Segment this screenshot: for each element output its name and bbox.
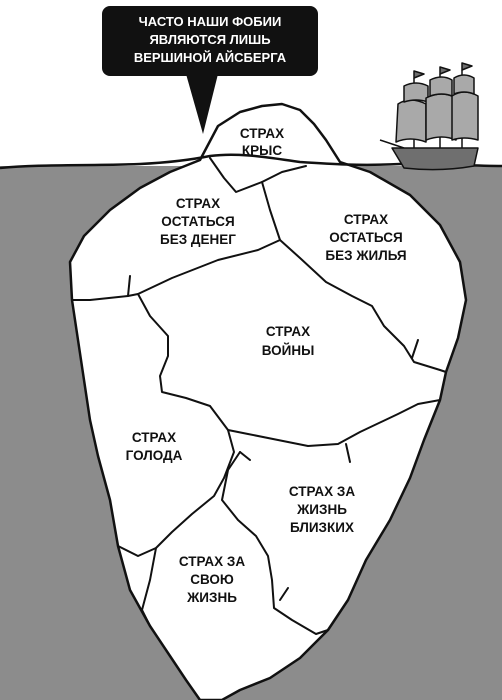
speech-bubble-tail bbox=[186, 74, 218, 134]
svg-text:БЛИЗКИХ: БЛИЗКИХ bbox=[290, 520, 354, 535]
svg-text:СТРАХ: СТРАХ bbox=[132, 430, 176, 445]
flag-icon bbox=[461, 62, 473, 71]
sail bbox=[453, 74, 475, 95]
speech-bubble-box bbox=[102, 6, 318, 76]
svg-text:СТРАХ: СТРАХ bbox=[240, 126, 284, 141]
speech-bubble: ЧАСТО НАШИ ФОБИИ ЯВЛЯЮТСЯ ЛИШЬ ВЕРШИНОЙ … bbox=[102, 6, 318, 134]
ship-hull bbox=[391, 147, 479, 171]
svg-text:ЖИЗНЬ: ЖИЗНЬ bbox=[186, 590, 237, 605]
fear-rats-label: СТРАХ КРЫС bbox=[240, 126, 284, 158]
svg-text:БЕЗ ДЕНЕГ: БЕЗ ДЕНЕГ bbox=[160, 232, 236, 247]
iceberg-cracks bbox=[71, 157, 447, 635]
fear-no-home-label: СТРАХ ОСТАТЬСЯ БЕЗ ЖИЛЬЯ bbox=[325, 212, 406, 263]
svg-text:СТРАХ ЗА: СТРАХ ЗА bbox=[179, 554, 245, 569]
fear-war-label: СТРАХ ВОЙНЫ bbox=[262, 324, 315, 358]
speech-bubble-line: ВЕРШИНОЙ АЙСБЕРГА bbox=[134, 50, 287, 65]
flag-icon bbox=[439, 66, 451, 75]
svg-text:СТРАХ: СТРАХ bbox=[266, 324, 310, 339]
sail bbox=[395, 99, 427, 143]
flag-icon bbox=[413, 70, 425, 79]
svg-text:СТРАХ: СТРАХ bbox=[176, 196, 220, 211]
svg-text:СТРАХ: СТРАХ bbox=[344, 212, 388, 227]
svg-text:СВОЮ: СВОЮ bbox=[190, 572, 234, 587]
svg-text:КРЫС: КРЫС bbox=[242, 143, 282, 158]
svg-text:СТРАХ ЗА: СТРАХ ЗА bbox=[289, 484, 355, 499]
fear-own-life-label: СТРАХ ЗА СВОЮ ЖИЗНЬ bbox=[179, 554, 245, 605]
fear-hunger-label: СТРАХ ГОЛОДА bbox=[126, 430, 183, 463]
speech-bubble-line: ЧАСТО НАШИ ФОБИИ bbox=[139, 14, 282, 29]
sail bbox=[451, 91, 479, 141]
svg-text:ВОЙНЫ: ВОЙНЫ bbox=[262, 343, 315, 358]
sail bbox=[403, 82, 429, 103]
speech-bubble-line: ЯВЛЯЮТСЯ ЛИШЬ bbox=[149, 32, 270, 47]
fear-loved-ones-label: СТРАХ ЗА ЖИЗНЬ БЛИЗКИХ bbox=[289, 484, 355, 535]
svg-text:БЕЗ ЖИЛЬЯ: БЕЗ ЖИЛЬЯ bbox=[325, 248, 406, 263]
sailing-ship bbox=[379, 62, 479, 171]
svg-text:ГОЛОДА: ГОЛОДА bbox=[126, 448, 183, 463]
svg-text:ЖИЗНЬ: ЖИЗНЬ bbox=[296, 502, 347, 517]
svg-text:ОСТАТЬСЯ: ОСТАТЬСЯ bbox=[329, 230, 402, 245]
svg-text:ОСТАТЬСЯ: ОСТАТЬСЯ bbox=[161, 214, 234, 229]
sail bbox=[429, 76, 453, 97]
fear-no-money-label: СТРАХ ОСТАТЬСЯ БЕЗ ДЕНЕГ bbox=[160, 196, 236, 247]
